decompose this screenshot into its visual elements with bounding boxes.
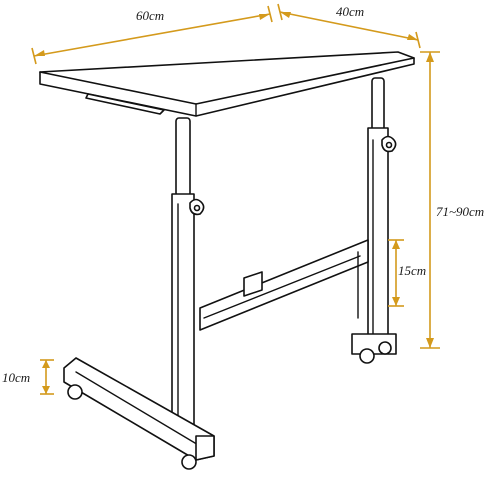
width-dimension: 60cm	[31, 5, 273, 65]
width-label: 60cm	[136, 8, 164, 23]
crossbar-label: 15cm	[398, 263, 426, 278]
front-caster-right	[181, 454, 197, 470]
base-dimension: 10cm	[2, 359, 54, 395]
adjustment-knob-front	[189, 198, 205, 216]
height-dimension: 71~90cm	[420, 51, 484, 349]
base-label: 10cm	[2, 370, 30, 385]
front-foot	[63, 357, 215, 470]
tabletop	[39, 51, 415, 117]
depth-dimension: 40cm	[277, 3, 421, 49]
table-drawing	[39, 51, 415, 470]
height-label: 71~90cm	[436, 204, 484, 219]
dimension-annotations: 60cm 40cm 71~90cm 15cm	[2, 3, 484, 395]
crossbar-panel	[199, 239, 369, 331]
front-column	[171, 117, 195, 443]
rear-column	[367, 77, 389, 341]
adjustment-knob-rear	[381, 135, 397, 153]
crossbar-dimension: 15cm	[388, 239, 426, 307]
front-caster-left	[67, 384, 83, 400]
rear-foot	[351, 333, 397, 364]
depth-label: 40cm	[336, 4, 364, 19]
